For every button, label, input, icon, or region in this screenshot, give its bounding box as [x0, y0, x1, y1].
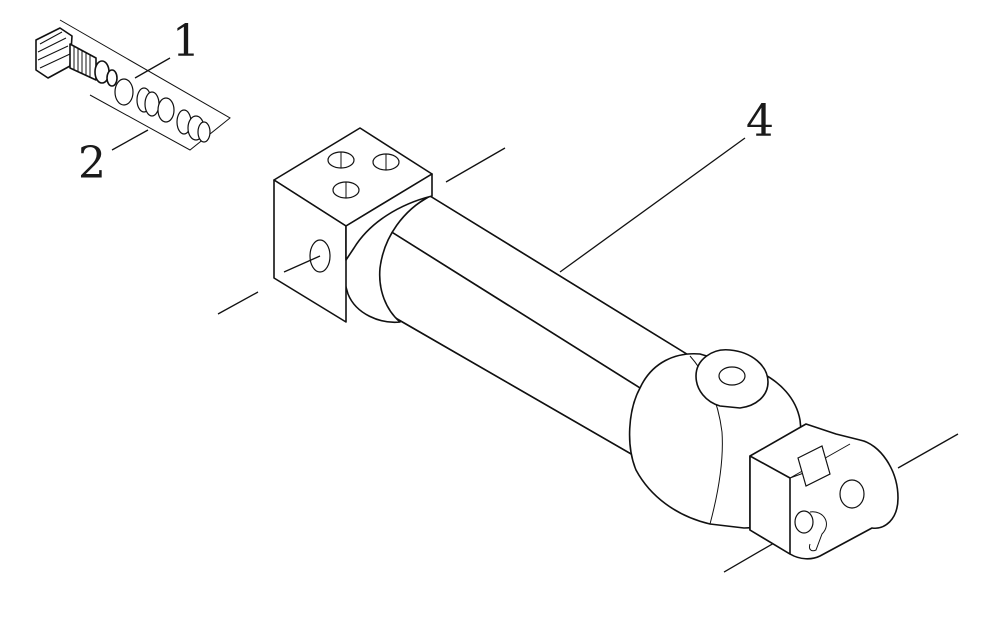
valve-cartridge-part	[35, 19, 231, 151]
bore-centerline	[283, 255, 321, 273]
callout-2-number: 2	[78, 138, 106, 189]
centerline-top	[445, 147, 506, 183]
clevis-pin-head	[794, 510, 814, 534]
thread-lines	[73, 46, 91, 78]
barrel-bottom-edge	[391, 315, 653, 467]
clevis-slot	[797, 445, 831, 487]
cartridge-hex-facets	[37, 31, 71, 69]
clevis-pin-bore	[839, 479, 865, 509]
callout-1-leader	[134, 57, 171, 79]
seal-kit-rings	[114, 78, 211, 143]
barrel-top-edge	[429, 195, 691, 357]
o-ring	[157, 97, 175, 123]
clevis-pin-clip	[809, 511, 827, 552]
block-side-face	[345, 173, 433, 261]
o-ring	[144, 91, 160, 117]
cartridge-end	[106, 69, 118, 87]
gland-port-hole	[718, 366, 746, 386]
callout-1-number: 1	[172, 16, 200, 67]
rod-clevis	[749, 423, 899, 560]
o-ring	[197, 121, 211, 143]
o-ring	[114, 78, 134, 106]
clevis-front-face	[749, 455, 791, 555]
callout-4-number: 4	[746, 96, 774, 147]
callout-4-leader	[559, 137, 746, 273]
callout-2-leader	[111, 129, 149, 151]
centerline-left	[217, 291, 259, 315]
centerline-right	[897, 433, 959, 469]
port-block	[273, 127, 433, 323]
